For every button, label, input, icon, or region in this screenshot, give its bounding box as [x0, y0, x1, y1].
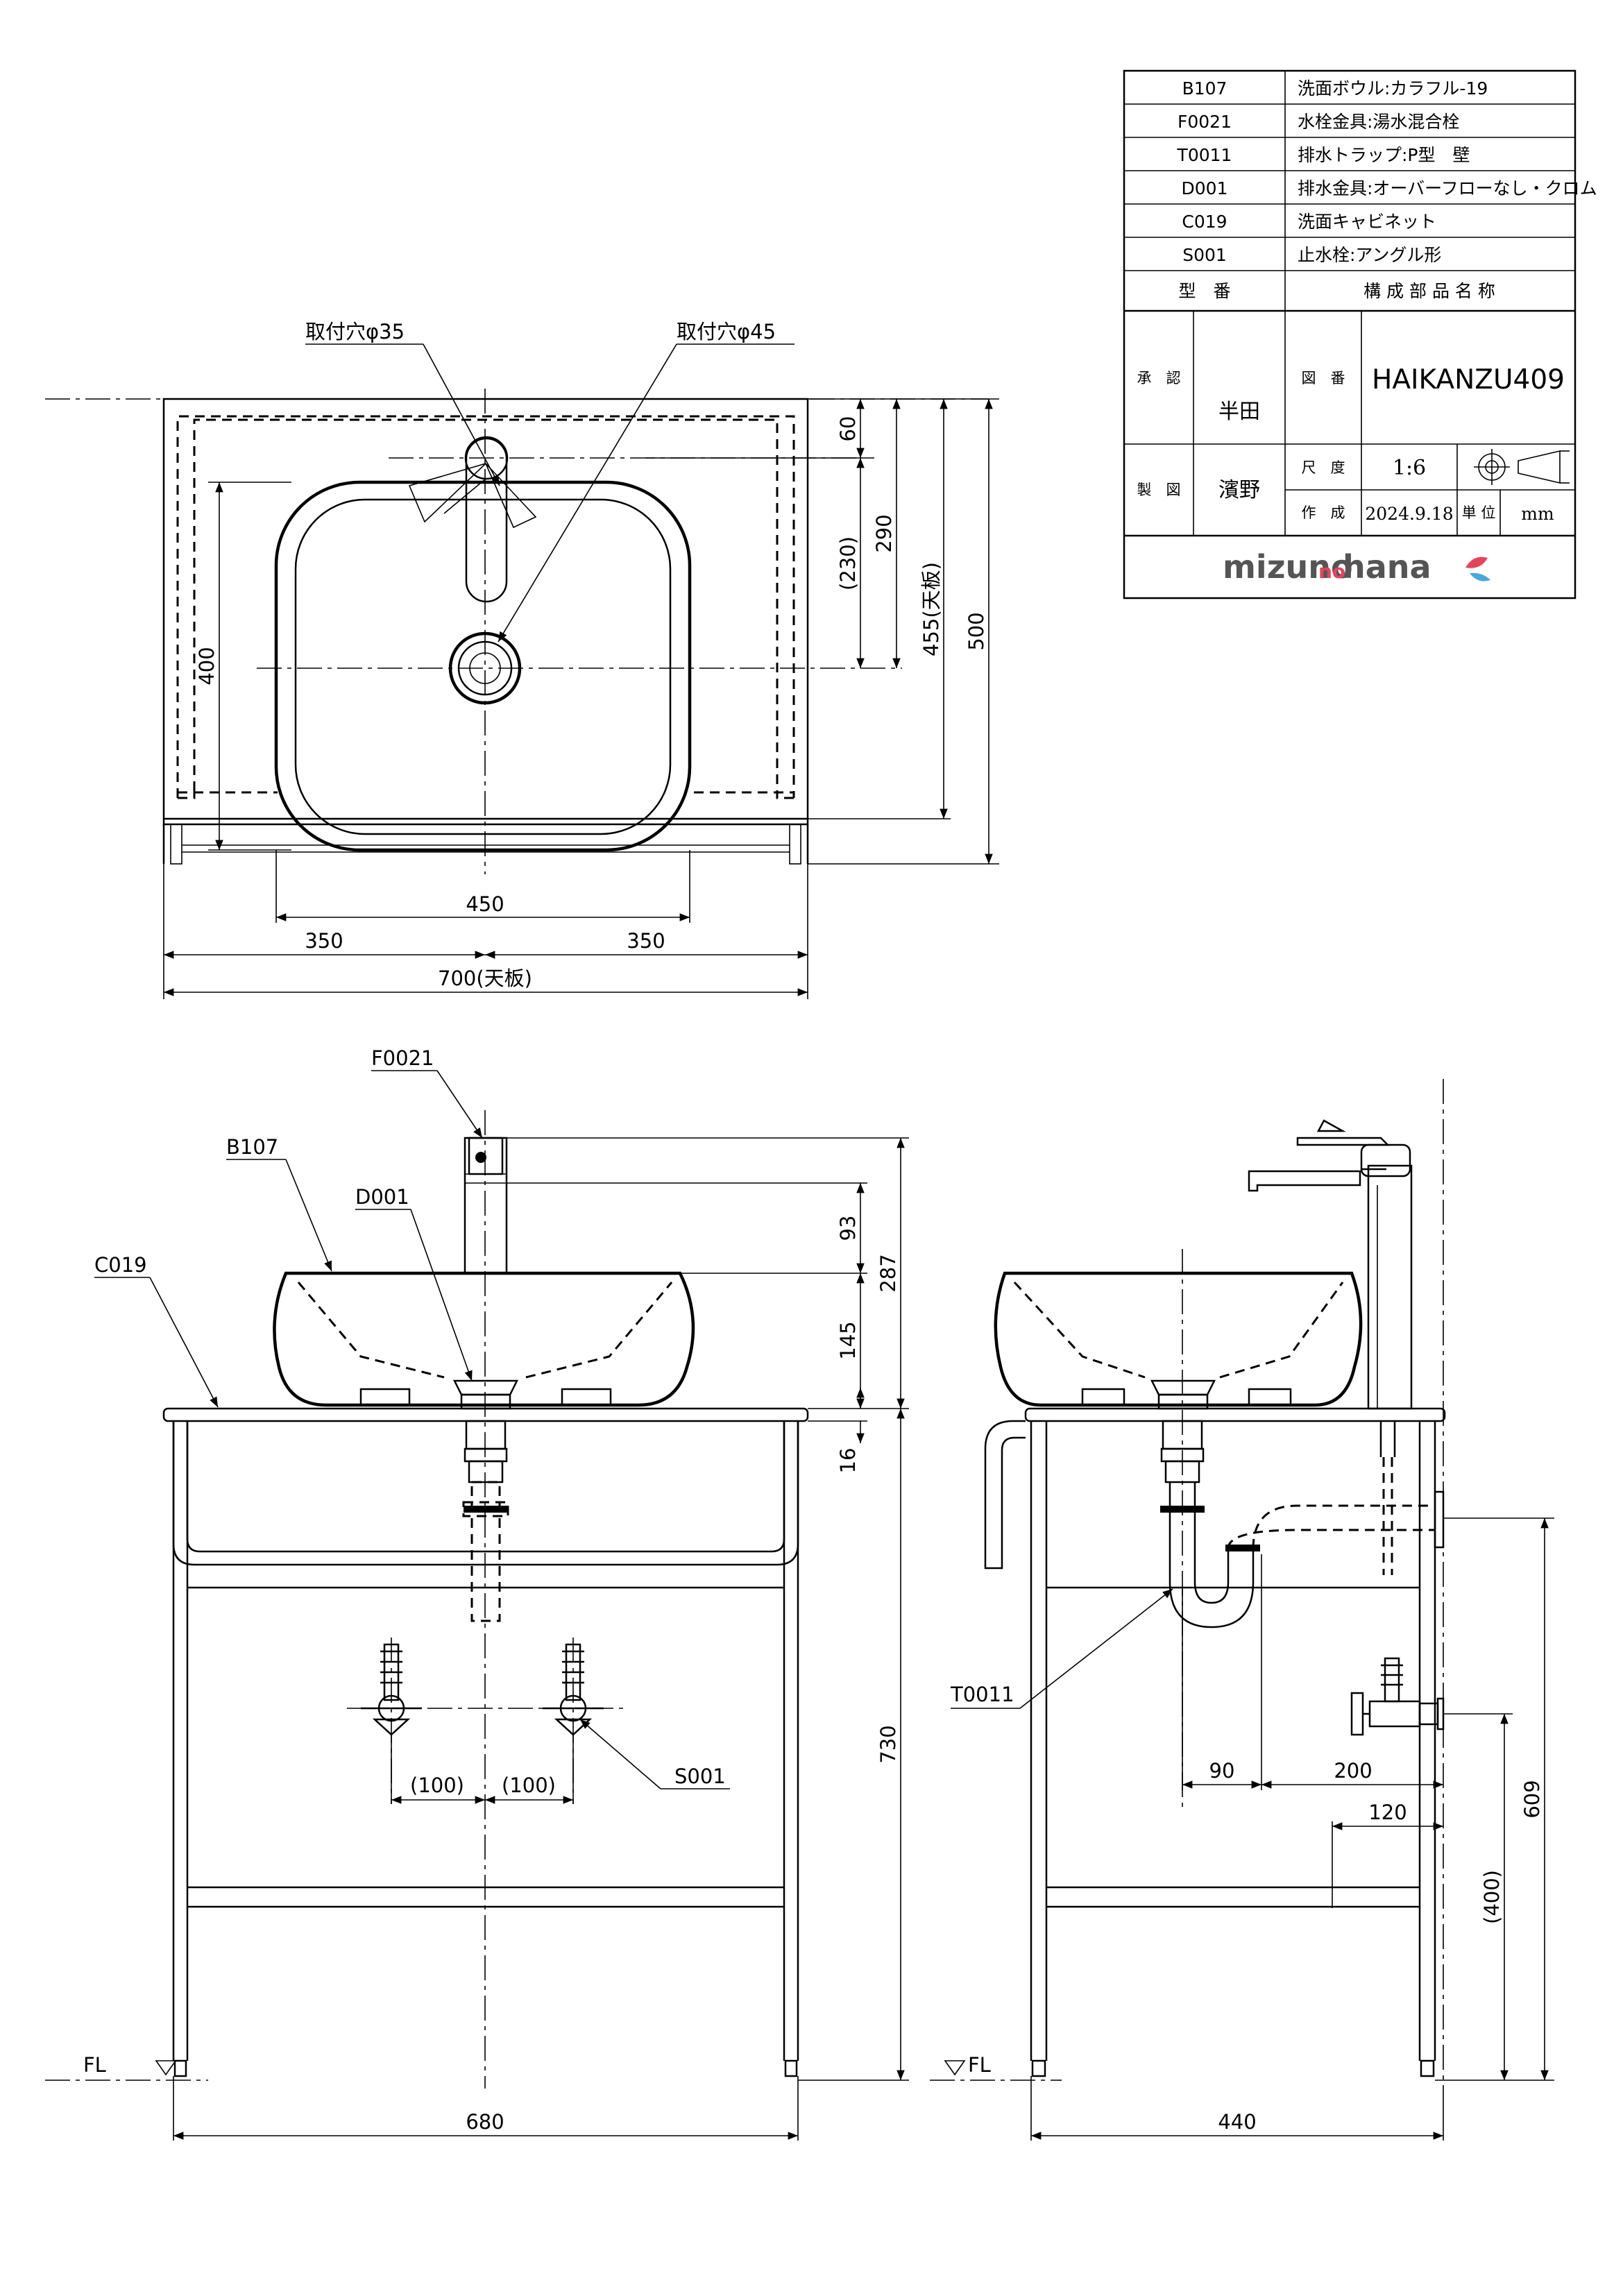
side-view: FL [930, 1079, 1554, 2141]
part-code: C019 [1182, 212, 1227, 232]
dim-200: 200 [1334, 1759, 1372, 1783]
part-name: 排水トラップ:P型 壁 [1298, 145, 1470, 165]
label-s001: S001 [674, 1764, 726, 1788]
parts-list: B107 洗面ボウル:カラフル-19 F0021 水栓金具:湯水混合栓 T001… [1177, 78, 1597, 301]
hole45-label: 取付穴φ45 [677, 320, 776, 343]
title-block: B107 洗面ボウル:カラフル-19 F0021 水栓金具:湯水混合栓 T001… [1123, 69, 1597, 599]
unit-value: mm [1521, 504, 1554, 524]
label-d001: D001 [355, 1185, 409, 1209]
scale-label: 尺 度 [1302, 459, 1345, 476]
part-name: 洗面ボウル:カラフル-19 [1298, 78, 1488, 99]
part-name: 洗面キャビネット [1298, 212, 1436, 232]
logo-mizu: mizuno [1223, 548, 1353, 586]
fl-label-side: FL [968, 2053, 991, 2077]
dim-730: 730 [876, 1725, 900, 1763]
part-name: 排水金具:オーバーフローなし・クロム [1298, 178, 1597, 198]
label-t0011: T0011 [950, 1683, 1014, 1706]
drawn-name: 濱野 [1218, 478, 1260, 502]
dim-400-side: (400) [1480, 1870, 1504, 1924]
dim-290: 290 [872, 514, 896, 552]
part-name: 止水栓:アングル形 [1298, 245, 1441, 265]
dim-16: 16 [836, 1448, 860, 1474]
dim-100-right: (100) [502, 1774, 556, 1797]
dim-287: 287 [876, 1254, 900, 1292]
approve-name: 半田 [1218, 400, 1260, 424]
unit-label: 単 位 [1462, 504, 1496, 521]
logo-leaf-red [1465, 556, 1488, 568]
date-value: 2024.9.18 [1365, 504, 1453, 524]
part-code: D001 [1182, 178, 1228, 198]
dim-500: 500 [965, 612, 988, 650]
dim-120: 120 [1368, 1801, 1407, 1824]
dim-440: 440 [1218, 2110, 1256, 2134]
hole35-label: 取付穴φ35 [305, 320, 405, 343]
dim-450: 450 [466, 892, 504, 916]
part-name: 水栓金具:湯水混合栓 [1298, 112, 1459, 132]
logo-hana: hana [1343, 548, 1431, 586]
part-code: S001 [1182, 245, 1227, 265]
label-c019: C019 [94, 1253, 147, 1277]
faucet-plan-icon [408, 436, 537, 603]
faucet-front-icon [464, 1137, 508, 1275]
dim-90: 90 [1209, 1759, 1235, 1783]
label-f0021: F0021 [371, 1046, 434, 1070]
projection-symbol-icon [1474, 449, 1570, 485]
label-b107: B107 [226, 1135, 278, 1159]
logo-no: no [1318, 560, 1345, 583]
front-view: FL [45, 1046, 909, 2141]
drawn-label: 製 図 [1137, 482, 1181, 498]
approve-label: 承 認 [1137, 370, 1181, 386]
drawing-no-label: 図 番 [1302, 370, 1345, 386]
part-code: F0021 [1178, 112, 1232, 132]
dim-230: (230) [836, 536, 860, 590]
fl-label-front: FL [83, 2053, 106, 2077]
svg-text:mizuno: mizuno [1223, 548, 1353, 586]
dim-60: 60 [836, 416, 860, 442]
dim-93: 93 [836, 1216, 860, 1241]
faucet-side-icon [1248, 1119, 1413, 1410]
plan-view: 取付穴φ35 取付穴φ45 60 (230) 290 455(天板) 500 4… [45, 320, 999, 999]
header-code: 型 番 [1178, 281, 1230, 301]
dim-350-right: 350 [627, 929, 665, 953]
part-code: T0011 [1177, 145, 1232, 165]
dim-145: 145 [836, 1321, 860, 1359]
dim-680: 680 [466, 2110, 504, 2134]
header-name: 構 成 部 品 名 称 [1363, 281, 1495, 301]
dim-455: 455(天板) [919, 562, 943, 656]
part-code: B107 [1182, 78, 1227, 99]
drawing-no: HAIKANZU409 [1372, 364, 1565, 396]
dim-609: 609 [1520, 1780, 1544, 1818]
stop-valve-side-icon [1350, 1657, 1445, 1736]
dim-400: 400 [195, 647, 219, 685]
scale-value: 1:6 [1393, 456, 1426, 480]
dim-700: 700(天板) [438, 967, 532, 990]
logo-leaf-blue [1470, 572, 1490, 581]
mizunohana-logo: mizuno no hana [1223, 548, 1490, 586]
date-label: 作 成 [1302, 504, 1345, 521]
dim-100-left: (100) [410, 1774, 464, 1797]
dim-350-left: 350 [305, 929, 343, 953]
